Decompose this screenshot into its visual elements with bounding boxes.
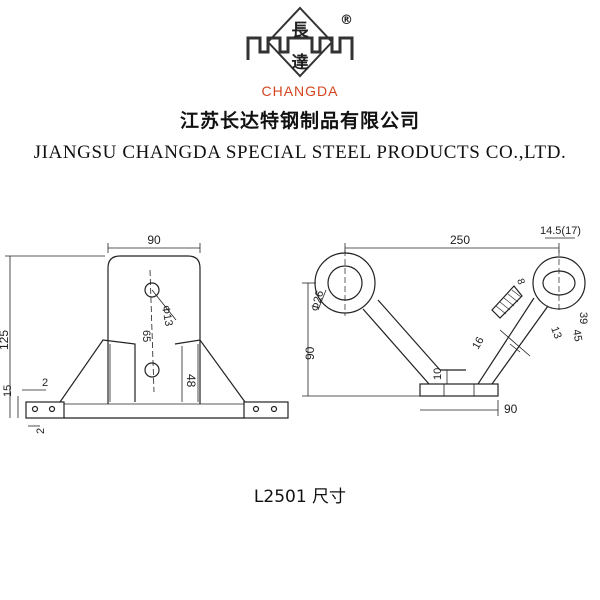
front-view: 90 Φ13 65 125 15 2 2 48 <box>0 233 289 434</box>
dim-plate-thickness: 2 <box>35 428 47 434</box>
company-logo: 長 達 ® <box>246 6 354 106</box>
side-view: 8 250 14.5(17) Φ26 90 39 13 45 16 10 90 <box>302 225 589 416</box>
hatch-line-5 <box>511 289 522 298</box>
front-hole-top <box>144 282 160 298</box>
hatch-outline <box>491 285 523 319</box>
dim-hole-spacing: 65 <box>140 330 152 342</box>
hatch-line-1 <box>495 305 507 315</box>
side-right-arm-inner <box>491 305 549 385</box>
dim-angle: 8 <box>514 277 526 286</box>
front-base-hole-3 <box>252 405 260 413</box>
dim-base-offset: 2 <box>42 377 48 389</box>
dim-13-tick <box>509 343 521 353</box>
dim-offset: 14.5(17) <box>540 225 581 237</box>
dim-span: 250 <box>450 233 470 247</box>
side-base-holes <box>443 384 475 396</box>
dim-13: 13 <box>548 325 563 341</box>
front-upright-plate <box>107 255 201 404</box>
dim-13-leader <box>499 329 531 357</box>
logo-diamond <box>266 6 334 78</box>
front-base-hole-1 <box>31 405 39 413</box>
dim-side-base-length: 90 <box>504 402 518 416</box>
hatch-line-3 <box>503 297 515 307</box>
front-centerline <box>149 269 155 393</box>
dim-hole-leader <box>151 289 177 321</box>
dim-16: 16 <box>470 335 487 352</box>
dim-ring-dia: Φ26 <box>309 289 326 312</box>
front-right-base <box>243 401 289 419</box>
logo-mark: 長 達 ® <box>246 6 354 78</box>
company-name-cn: 江苏长达特钢制品有限公司 <box>179 110 420 132</box>
dim-45: 45 <box>570 328 584 342</box>
brand-name: CHANGDA <box>261 83 339 99</box>
side-left-arm-outer <box>362 308 430 385</box>
dim-base-height: 15 <box>2 385 14 397</box>
dim-front-width: 90 <box>147 233 161 247</box>
front-left-rib <box>59 339 136 403</box>
company-name-en: JIANGSU CHANGDA SPECIAL STEEL PRODUCTS C… <box>33 142 567 163</box>
front-right-rib <box>174 339 246 403</box>
front-left-base <box>25 401 65 419</box>
side-left-arm-inner <box>377 299 441 371</box>
front-base-hole-2 <box>48 405 56 413</box>
dim-ring-leader <box>317 289 327 311</box>
registered-mark: ® <box>340 13 353 28</box>
hatch-line-4 <box>507 293 519 303</box>
front-hole-bottom <box>144 362 160 378</box>
side-hatch-detail: 8 <box>491 277 527 319</box>
dim-hole-dia: Φ13 <box>159 304 174 327</box>
logo-char-top: 長 <box>292 21 310 41</box>
dim-39: 39 <box>577 312 589 324</box>
side-right-arm-outer <box>477 297 535 385</box>
logo-char-bottom: 達 <box>292 53 309 73</box>
hatch-line-2 <box>499 301 511 311</box>
dim-rib-height: 48 <box>184 374 198 388</box>
logo-castle-line <box>246 36 354 60</box>
dim-side-height: 90 <box>303 346 317 360</box>
dim-10: 10 <box>432 368 444 380</box>
front-base-hole-4 <box>270 405 278 413</box>
drawing-caption: L2501 尺寸 <box>253 487 347 507</box>
dim-total-height: 125 <box>0 330 11 350</box>
side-base-plate <box>419 383 499 397</box>
